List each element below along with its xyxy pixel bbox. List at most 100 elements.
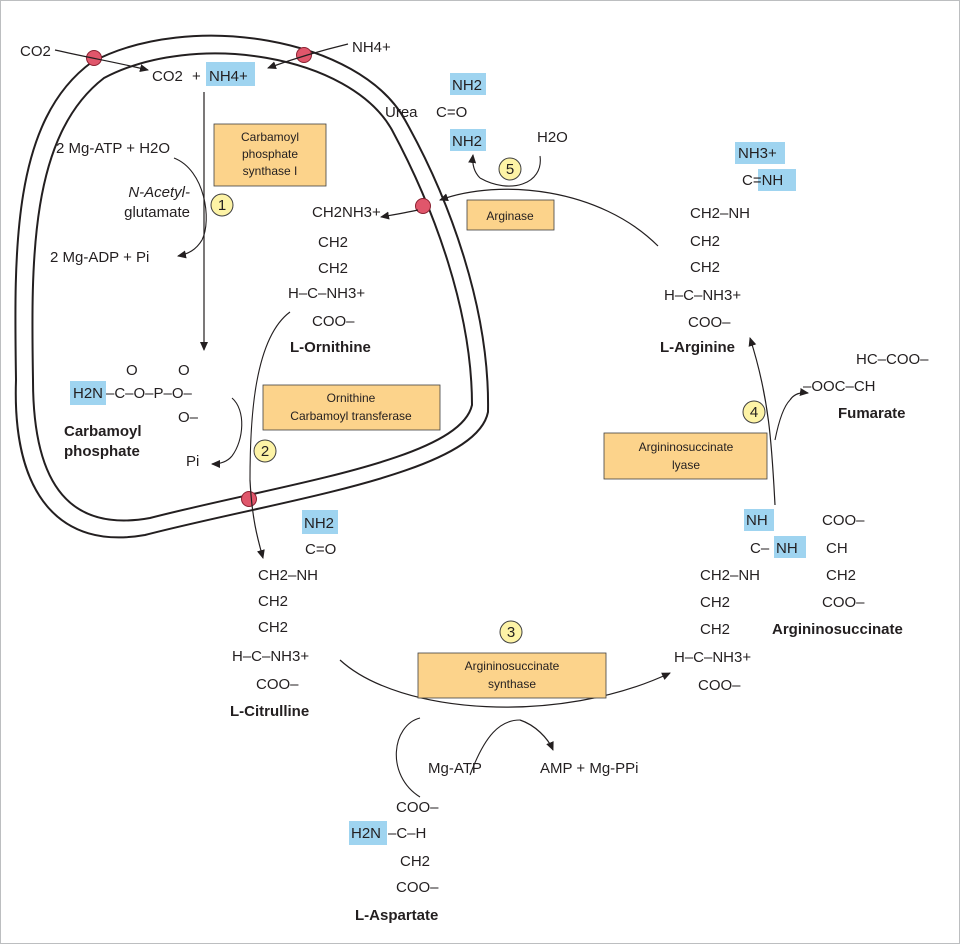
svg-text:CH2: CH2 xyxy=(690,233,720,250)
step-4: 4 xyxy=(742,400,766,424)
ass-line-2: synthase xyxy=(488,677,536,691)
citrulline-name: L-Citrulline xyxy=(230,703,309,720)
otc-line-1: Ornithine xyxy=(327,391,376,405)
svg-text:–C–H: –C–H xyxy=(388,825,426,842)
svg-text:CH2: CH2 xyxy=(690,259,720,276)
step3-amp-label: AMP + Mg-PPi xyxy=(540,760,639,777)
svg-text:H2N: H2N xyxy=(351,825,381,842)
svg-text:COO–: COO– xyxy=(312,313,355,330)
enzyme-ass: Argininosuccinate synthase xyxy=(417,652,607,699)
svg-text:CH2: CH2 xyxy=(826,567,856,584)
combined-plus: + xyxy=(192,68,201,85)
svg-text:4: 4 xyxy=(750,404,758,421)
mitochondrion xyxy=(14,34,490,539)
asl-line-1: Argininosuccinate xyxy=(639,440,734,454)
cps1-line-2: phosphate xyxy=(242,147,298,161)
svg-text:NH: NH xyxy=(746,512,768,529)
svg-text:COO–: COO– xyxy=(698,677,741,694)
otc-line-2: Carbamoyl transferase xyxy=(290,409,412,423)
svg-text:CH2: CH2 xyxy=(258,593,288,610)
svg-text:COO–: COO– xyxy=(688,314,731,331)
svg-text:CH2: CH2 xyxy=(700,594,730,611)
carbamoyl-phosphate-name-2: phosphate xyxy=(64,443,140,460)
svg-text:CH2: CH2 xyxy=(700,621,730,638)
arginine-name: L-Arginine xyxy=(660,339,735,356)
svg-text:CH2: CH2 xyxy=(318,260,348,277)
step1-atp-label: 2 Mg-ATP + H2O xyxy=(56,140,170,157)
activator-line-2: glutamate xyxy=(124,204,190,221)
svg-text:COO–: COO– xyxy=(396,799,439,816)
enzyme-asl: Argininosuccinate lyase xyxy=(603,432,768,480)
svg-text:CH2: CH2 xyxy=(258,619,288,636)
svg-text:C=NH: C=NH xyxy=(742,172,783,189)
enzyme-cps1: Carbamoyl phosphate synthase I xyxy=(213,123,327,187)
svg-text:CH2: CH2 xyxy=(400,853,430,870)
svg-text:CH2: CH2 xyxy=(318,234,348,251)
svg-text:H–C–NH3+: H–C–NH3+ xyxy=(674,649,751,666)
svg-text:NH2: NH2 xyxy=(452,77,482,94)
svg-text:H–C–NH3+: H–C–NH3+ xyxy=(664,287,741,304)
carbamoyl-phosphate-name-1: Carbamoyl xyxy=(64,423,142,440)
step-5: 5 xyxy=(498,157,522,181)
svg-text:COO–: COO– xyxy=(822,512,865,529)
svg-text:2: 2 xyxy=(261,443,269,460)
svg-text:COO–: COO– xyxy=(822,594,865,611)
svg-text:NH2: NH2 xyxy=(304,515,334,532)
svg-text:O: O xyxy=(178,362,190,379)
step-3: 3 xyxy=(499,620,523,644)
svg-text:3: 3 xyxy=(507,624,515,641)
aspartate-name: L-Aspartate xyxy=(355,907,438,924)
argininosuccinate: NH C– NH CH2–NH CH2 CH2 H–C–NH3+ COO– CO… xyxy=(674,512,903,694)
svg-text:NH3+: NH3+ xyxy=(738,145,777,162)
ornithine: CH2NH3+ CH2 CH2 H–C–NH3+ COO– L-Ornithin… xyxy=(288,204,381,356)
cps1-line-1: Carbamoyl xyxy=(241,130,299,144)
asl-line-2: lyase xyxy=(672,458,700,472)
nh4-transporter xyxy=(296,47,312,63)
ornithine-transporter xyxy=(415,198,431,214)
svg-text:Urea: Urea xyxy=(385,104,418,121)
svg-text:NH: NH xyxy=(776,540,798,557)
arginase-label: Arginase xyxy=(486,209,534,223)
ass-line-1: Argininosuccinate xyxy=(465,659,560,673)
svg-text:H2N: H2N xyxy=(73,385,103,402)
urea: Urea NH2 C=O NH2 xyxy=(385,77,482,150)
svg-text:HC–COO–: HC–COO– xyxy=(856,351,929,368)
co2-input-label: CO2 xyxy=(20,43,51,60)
svg-text:COO–: COO– xyxy=(256,676,299,693)
fumarate-name: Fumarate xyxy=(838,405,906,422)
step1-adp-label: 2 Mg-ADP + Pi xyxy=(50,249,149,266)
activator-line-1: N-Acetyl- xyxy=(128,184,190,201)
svg-text:1: 1 xyxy=(218,197,226,214)
svg-text:C=O: C=O xyxy=(305,541,336,558)
step-1: 1 xyxy=(210,193,234,217)
argininosuccinate-name: Argininosuccinate xyxy=(772,621,903,638)
citrulline: NH2 C=O CH2–NH CH2 CH2 H–C–NH3+ COO– L-C… xyxy=(230,515,336,720)
svg-text:C–: C– xyxy=(750,540,770,557)
svg-text:C=O: C=O xyxy=(436,104,467,121)
svg-text:NH2: NH2 xyxy=(452,133,482,150)
svg-text:COO–: COO– xyxy=(396,879,439,896)
ornithine-name: L-Ornithine xyxy=(290,339,371,356)
cps1-line-3: synthase I xyxy=(243,164,298,178)
svg-text:CH: CH xyxy=(826,540,848,557)
aspartate: COO– H2N –C–H CH2 COO– L-Aspartate xyxy=(351,799,439,924)
svg-text:H–C–NH3+: H–C–NH3+ xyxy=(288,285,365,302)
nh4-input-label: NH4+ xyxy=(352,39,391,56)
combined-nh4: NH4+ xyxy=(209,68,248,85)
svg-text:CH2–NH: CH2–NH xyxy=(700,567,760,584)
step3-atp-label: Mg-ATP xyxy=(428,760,482,777)
svg-text:5: 5 xyxy=(506,161,514,178)
enzyme-otc: Ornithine Carbamoyl transferase xyxy=(262,384,441,431)
combined-co2: CO2 xyxy=(152,68,183,85)
svg-text:O–: O– xyxy=(178,409,199,426)
amino-group-highlights xyxy=(70,62,806,845)
svg-text:–C–O–P–O–: –C–O–P–O– xyxy=(106,385,193,402)
svg-text:CH2NH3+: CH2NH3+ xyxy=(312,204,381,221)
water-label: H2O xyxy=(537,129,568,146)
svg-text:O: O xyxy=(126,362,138,379)
citrulline-transporter xyxy=(241,491,257,507)
enzyme-arginase: Arginase xyxy=(466,199,555,231)
svg-text:CH2–NH: CH2–NH xyxy=(690,205,750,222)
svg-text:–OOC–CH: –OOC–CH xyxy=(803,378,876,395)
